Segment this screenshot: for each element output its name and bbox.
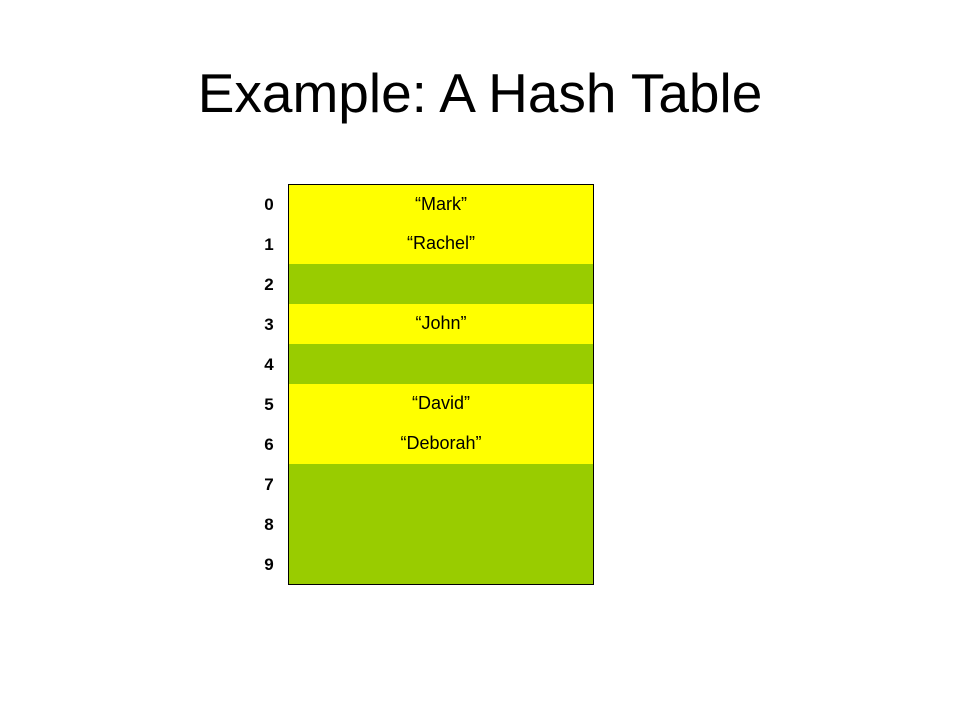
slot-index-5: 5 xyxy=(264,395,274,414)
slide-title: Example: A Hash Table xyxy=(197,62,763,124)
slot-cell-1: “Rachel” xyxy=(288,224,594,265)
hash-slot-0: 0 “Mark” xyxy=(252,184,594,225)
slot-cell-7 xyxy=(288,464,594,505)
slot-cell-2 xyxy=(288,264,594,305)
slot-index-7: 7 xyxy=(264,475,274,494)
slot-index-9: 9 xyxy=(264,555,274,574)
hash-slot-7: 7 xyxy=(252,464,594,505)
slot-cell-8 xyxy=(288,504,594,545)
hash-slot-3: 3 “John” xyxy=(252,304,594,345)
slot-cell-5: “David” xyxy=(288,384,594,425)
slot-cell-4 xyxy=(288,344,594,385)
hash-slot-6: 6 “Deborah” xyxy=(252,424,594,465)
hash-slot-5: 5 “David” xyxy=(252,384,594,425)
slot-cell-9 xyxy=(288,544,594,585)
slot-cell-3: “John” xyxy=(288,304,594,345)
hash-slot-2: 2 xyxy=(252,264,594,305)
slot-index-3: 3 xyxy=(264,315,274,334)
hash-slot-8: 8 xyxy=(252,504,594,545)
hash-slot-4: 4 xyxy=(252,344,594,385)
hash-table: 0 “Mark” 1 “Rachel” 2 3 “John” 4 5 “Davi… xyxy=(252,184,594,585)
slot-index-0: 0 xyxy=(264,195,274,214)
slot-index-1: 1 xyxy=(264,235,274,254)
slot-index-2: 2 xyxy=(264,275,274,294)
slot-index-6: 6 xyxy=(264,435,274,454)
slot-cell-0: “Mark” xyxy=(288,184,594,225)
hash-slot-9: 9 xyxy=(252,544,594,585)
slot-index-4: 4 xyxy=(264,355,274,374)
slot-cell-6: “Deborah” xyxy=(288,424,594,465)
slot-index-8: 8 xyxy=(264,515,274,534)
hash-slot-1: 1 “Rachel” xyxy=(252,224,594,265)
